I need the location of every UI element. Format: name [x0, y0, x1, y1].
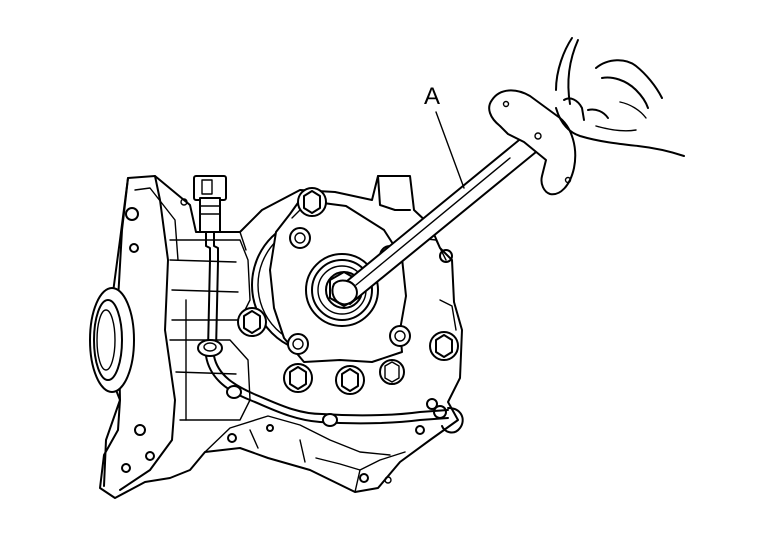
hand-icon [555, 37, 685, 157]
callout-label-a: A [424, 83, 440, 110]
puller-tool-icon [331, 89, 577, 306]
housing-bolts [237, 187, 459, 395]
sensor-harness [193, 175, 464, 434]
callout-a: A [424, 83, 465, 189]
